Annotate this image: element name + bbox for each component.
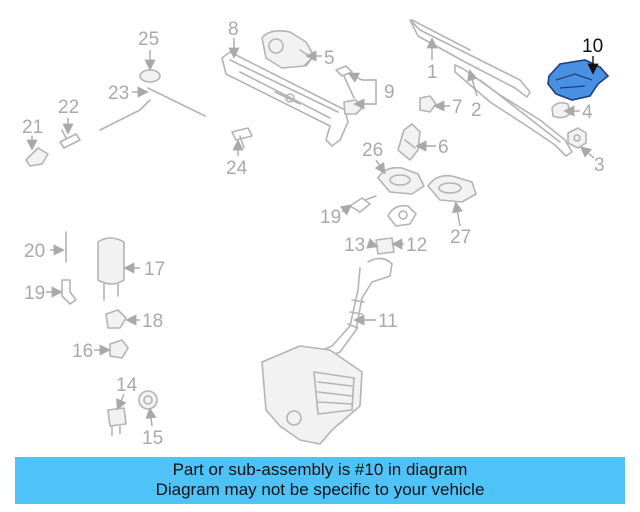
callout-labels: 1 2 3 4 5 6 7 8 9 10 11 12 13 14 15 16 1… <box>22 19 605 449</box>
banner-line-2: Diagram may not be specific to your vehi… <box>155 480 485 499</box>
callout-21: 21 <box>22 117 43 138</box>
callout-23: 23 <box>108 83 129 104</box>
callout-19-lower: 19 <box>24 283 45 304</box>
part-11-filler-neck <box>317 257 393 361</box>
callout-14: 14 <box>116 375 138 396</box>
callout-3: 3 <box>594 155 605 176</box>
washer-reservoir <box>261 345 363 445</box>
callout-5: 5 <box>324 48 335 69</box>
part-18-grommet <box>105 309 127 329</box>
callout-25: 25 <box>138 29 159 50</box>
part-21-nozzle <box>25 147 49 167</box>
callout-20: 20 <box>24 241 45 262</box>
callout-1: 1 <box>427 62 438 83</box>
part-7-grommet <box>419 95 437 113</box>
part-19-connector-lower <box>61 279 77 305</box>
callout-7: 7 <box>452 97 463 118</box>
callout-19-upper: 19 <box>320 207 341 228</box>
part-15-grommet <box>138 390 158 410</box>
part-22-connector <box>59 129 81 149</box>
info-banner: Part or sub-assembly is #10 in diagram D… <box>15 457 625 504</box>
part-8-linkage-frame <box>221 51 349 147</box>
callout-8: 8 <box>228 19 239 40</box>
part-12-filler-cap <box>375 237 395 255</box>
part-16-grommet <box>109 339 129 359</box>
part-10-highlighted <box>547 59 610 101</box>
callout-16: 16 <box>72 341 93 362</box>
callout-2: 2 <box>471 100 482 121</box>
part-17-washer-pump <box>97 237 125 301</box>
part-19-connector-upper <box>349 195 377 213</box>
part-2-wiper-arm <box>454 64 573 157</box>
callout-4: 4 <box>582 102 593 123</box>
callout-18: 18 <box>142 311 163 332</box>
part-14-level-sensor <box>107 407 127 436</box>
part-13-gasket <box>387 204 417 227</box>
callout-12: 12 <box>406 235 427 256</box>
leader-lines <box>26 37 599 427</box>
callout-27: 27 <box>450 227 471 248</box>
part-3-nut <box>567 127 587 149</box>
callout-13: 13 <box>344 235 365 256</box>
callout-22: 22 <box>58 97 79 118</box>
callout-15: 15 <box>142 428 163 449</box>
part-5-wiper-motor <box>261 30 315 69</box>
part-24-t-connector <box>231 127 253 149</box>
part-6-bracket <box>397 123 421 161</box>
callout-10: 10 <box>582 36 603 57</box>
callout-11: 11 <box>378 311 398 332</box>
part-27-washer-nozzle <box>427 174 477 203</box>
part-25-cap <box>139 69 161 83</box>
callout-17: 17 <box>144 259 165 280</box>
banner-line-1: Part or sub-assembly is #10 in diagram <box>172 460 468 479</box>
callout-26: 26 <box>362 140 383 161</box>
part-23-hose <box>99 87 206 131</box>
part-1-wiper-arm <box>409 19 531 98</box>
callout-9: 9 <box>384 82 395 103</box>
part-26-washer-nozzle <box>377 166 425 195</box>
part-4-cap <box>551 101 571 119</box>
callout-6: 6 <box>438 137 449 158</box>
callout-24: 24 <box>226 158 248 179</box>
